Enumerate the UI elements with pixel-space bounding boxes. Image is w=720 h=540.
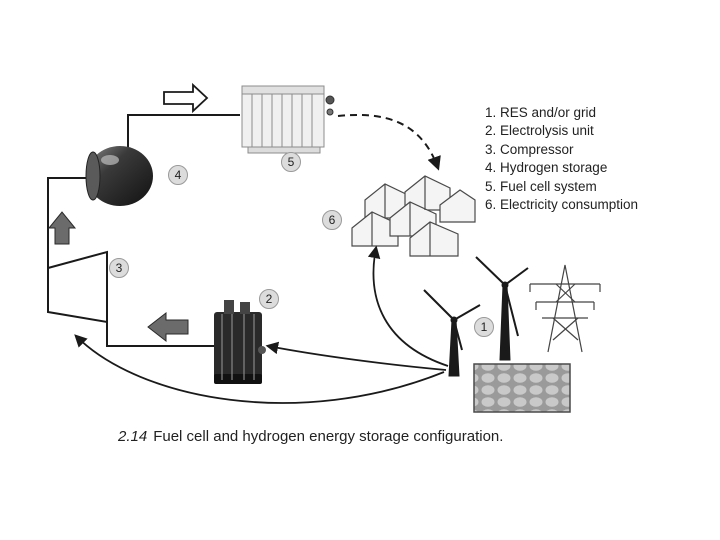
- marker-fuel-cell: 5: [281, 152, 301, 172]
- flow-res-to-compressor: [74, 334, 445, 404]
- marker-hydrogen-storage: 4: [168, 165, 188, 185]
- legend-item: 5. Fuel cell system: [485, 178, 597, 194]
- flow-res-to-electrolyser: [265, 341, 447, 371]
- flow-arrow-up-icon: [47, 211, 77, 245]
- legend-item: 3. Compressor: [485, 141, 574, 157]
- legend-item: 2. Electrolysis unit: [485, 123, 594, 139]
- legend: 1. RES and/or grid 2. Electrolysis unit …: [485, 104, 638, 214]
- flow-res-to-houses: [367, 245, 449, 367]
- legend-item: 4. Hydrogen storage: [485, 160, 608, 176]
- marker-compressor: 3: [109, 258, 129, 278]
- electrolysis-unit-icon: [214, 300, 266, 384]
- solar-panel-icon: [473, 363, 571, 413]
- marker-res: 1: [474, 317, 494, 337]
- figure-caption: 2.14 Fuel cell and hydrogen energy storag…: [118, 428, 503, 445]
- pipe-compressor-to-electrolyser: [106, 322, 218, 347]
- legend-item: 1. RES and/or grid: [485, 105, 597, 120]
- figure-number: 2.14: [118, 428, 148, 445]
- compressor-shape: [47, 250, 108, 324]
- pipe-tank-to-fuelcell: [127, 114, 240, 152]
- figure-caption-text: Fuel cell and hydrogen energy storage co…: [153, 428, 504, 445]
- hydrogen-tank-icon: [85, 146, 153, 206]
- fuel-cell-stack-icon: [241, 85, 335, 154]
- res-flow-lines: [74, 245, 449, 404]
- marker-electrolysis: 2: [259, 289, 279, 309]
- wind-turbine-icon: [475, 256, 529, 361]
- wind-turbine-icon: [423, 289, 481, 377]
- flow-arrow-outline-icon: [163, 82, 209, 114]
- marker-consumption: 6: [322, 210, 342, 230]
- houses-icon: [351, 175, 476, 257]
- flow-arrow-left-icon: [147, 311, 189, 343]
- dashed-flow-fuelcell-to-houses: [337, 113, 441, 171]
- legend-item: 6. Electricity consumption: [485, 197, 639, 213]
- power-pylon-icon: [529, 264, 601, 353]
